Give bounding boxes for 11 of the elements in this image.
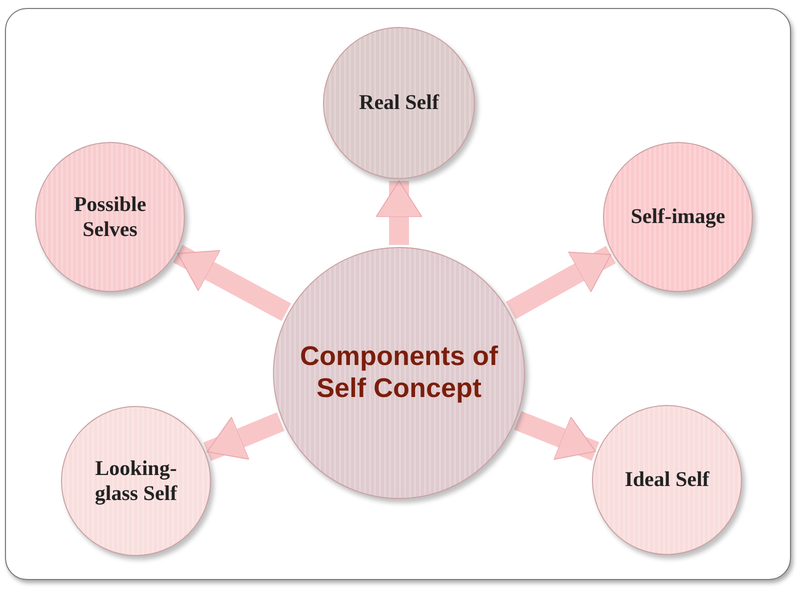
- block-arrow: [376, 180, 422, 245]
- block-arrow: [173, 244, 292, 321]
- node-label: Looking-glass Self: [94, 456, 178, 506]
- node-label: Self-image: [630, 204, 726, 230]
- node-label: Ideal Self: [624, 467, 710, 493]
- node-label: Possible Selves: [72, 192, 148, 242]
- block-arrow: [203, 412, 284, 461]
- node-label: Real Self: [358, 90, 440, 116]
- block-arrow: [514, 411, 600, 461]
- central-title: Components of Self Concept: [299, 341, 499, 405]
- block-arrow: [506, 246, 616, 320]
